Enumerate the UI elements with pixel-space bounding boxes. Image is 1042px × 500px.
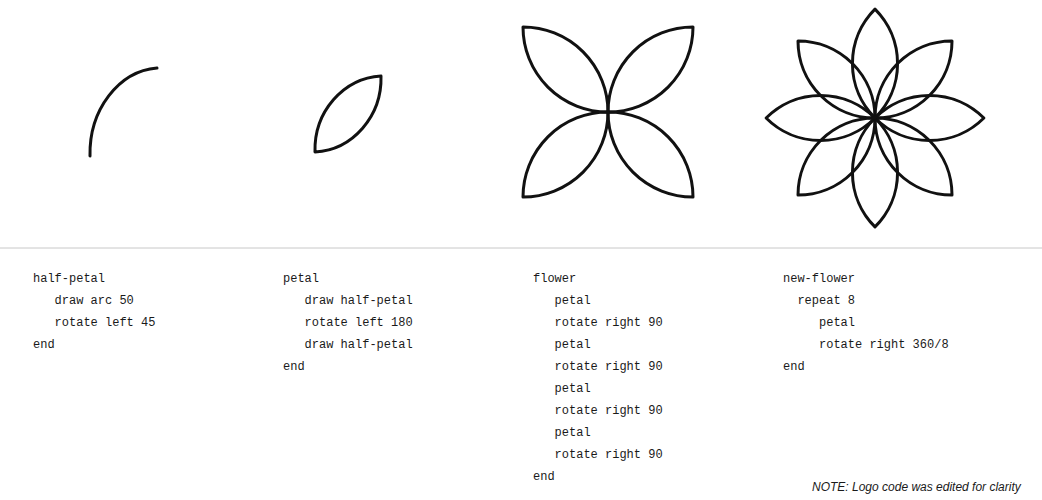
code-line: repeat 8 — [797, 294, 855, 308]
code-line: petal — [555, 294, 591, 308]
code-line: rotate left 45 — [55, 316, 156, 330]
code-line: petal — [555, 382, 591, 396]
code-line: petal — [555, 338, 591, 352]
code-line: petal — [819, 316, 855, 330]
code-line: end — [533, 470, 555, 484]
note-text: NOTE: Logo code was edited for clarity — [812, 480, 1021, 494]
code-line: new-flower — [783, 272, 855, 286]
code-line: flower — [533, 272, 576, 286]
code-line: petal — [283, 272, 319, 286]
code-line: end — [783, 360, 805, 374]
eight-petal-flower — [766, 9, 984, 227]
code-line: rotate right 90 — [555, 448, 663, 462]
code-line: half-petal — [33, 272, 105, 286]
code-line: draw arc 50 — [55, 294, 134, 308]
code-line: end — [283, 360, 305, 374]
divider-line — [0, 248, 1042, 249]
petal-shape — [315, 76, 381, 152]
half-petal-arc — [90, 68, 157, 156]
code-line: draw half-petal — [305, 294, 413, 308]
four-petal-flower — [523, 27, 693, 197]
code-line: end — [33, 338, 55, 352]
code-line: rotate right 90 — [555, 360, 663, 374]
code-line: rotate right 90 — [555, 316, 663, 330]
code-line: rotate right 90 — [555, 404, 663, 418]
code-line: petal — [555, 426, 591, 440]
code-line: rotate left 180 — [305, 316, 413, 330]
code-line: rotate right 360/8 — [819, 338, 949, 352]
code-line: draw half-petal — [305, 338, 413, 352]
